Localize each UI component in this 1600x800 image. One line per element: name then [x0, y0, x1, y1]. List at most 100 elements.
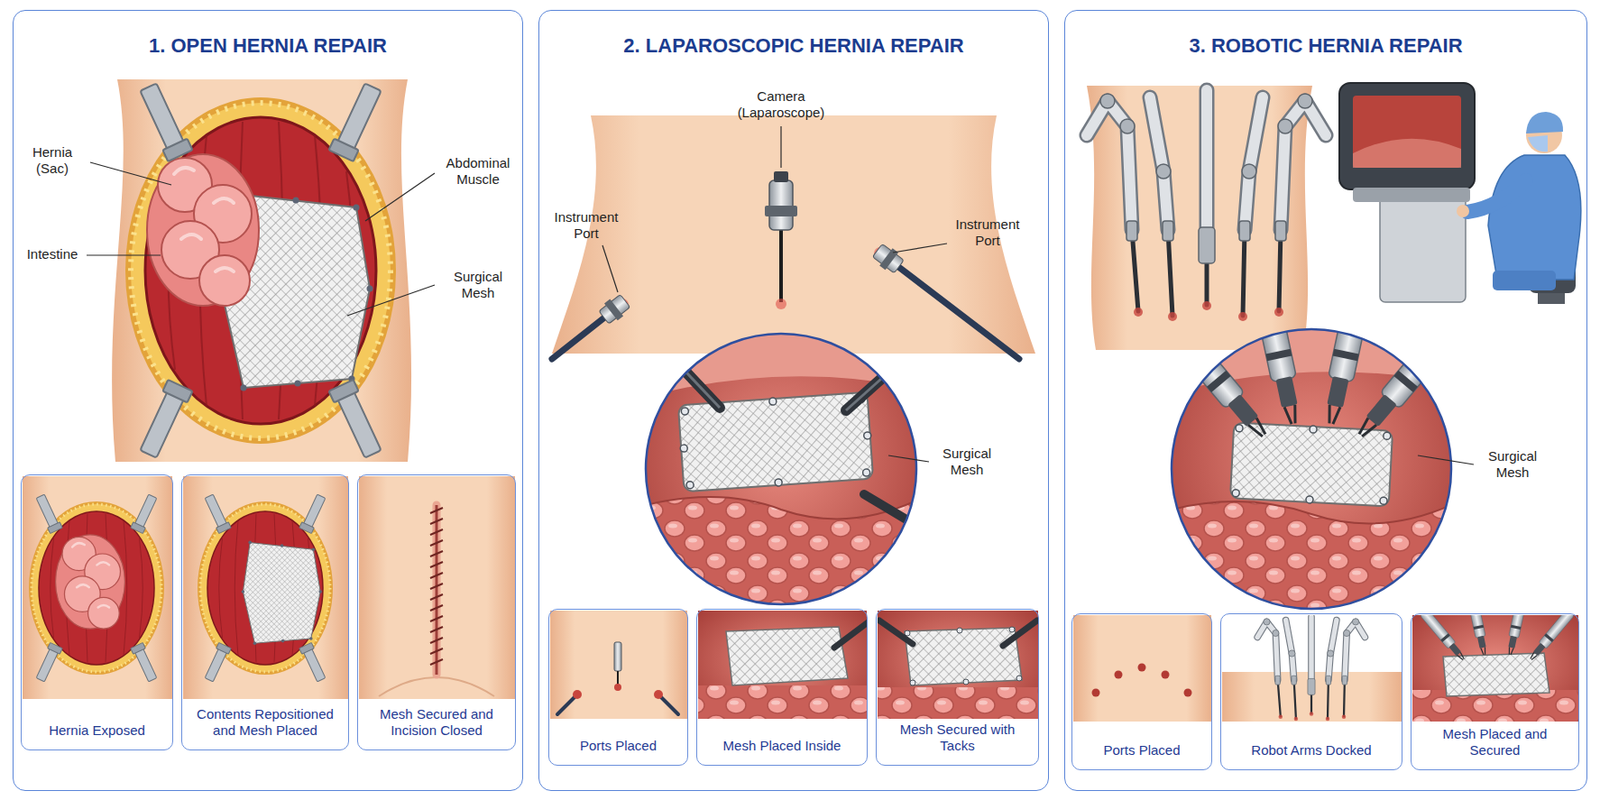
- instrument-port: [604, 298, 624, 321]
- surgeon-console: [1352, 187, 1471, 203]
- robotic-inset: [1230, 421, 1393, 507]
- step-mesh-inside: [726, 626, 848, 686]
- step-incision-closed: [378, 677, 495, 697]
- step-box: Robot Arms Docked: [1220, 613, 1403, 771]
- step-hernia-exposed: [34, 493, 159, 683]
- leader-lines: [86, 254, 161, 256]
- step-arms-docked: [1222, 616, 1402, 722]
- callout-label-box: Surgical Mesh: [437, 268, 519, 302]
- laparoscopic-inset: [769, 397, 778, 406]
- step-box: Mesh Secured with Tacks: [875, 608, 1040, 766]
- step-arms-docked: [1257, 616, 1365, 721]
- step-hernia-exposed: [22, 476, 173, 699]
- robotic-inset: [1379, 496, 1388, 505]
- step-mesh-secured: [1443, 652, 1550, 697]
- laparoscopic-inset: [680, 407, 690, 416]
- step-robot-ports: [1138, 663, 1147, 672]
- surgeon-console: [1352, 95, 1462, 168]
- callout-label: Instrument Port: [947, 216, 1029, 249]
- step-caption: Robot Arms Docked: [1226, 742, 1397, 759]
- step-mesh-secured: [1466, 615, 1490, 656]
- surgeon-console: [1352, 138, 1462, 168]
- camera-laparoscope: [769, 180, 793, 230]
- open-repair-scene: [147, 154, 259, 306]
- step-caption: Contents Repositioned and Mesh Placed: [187, 706, 343, 739]
- laparoscopic-inset: [845, 356, 907, 411]
- surgeon-console: [1339, 82, 1475, 303]
- step-robot-ports: [1073, 615, 1212, 722]
- leader-lines: [347, 285, 435, 316]
- robotic-inset: [1155, 309, 1274, 443]
- step-box: Hernia Exposed: [20, 474, 174, 751]
- robotic-inset: [1232, 422, 1391, 508]
- open-repair-scene: [111, 79, 412, 462]
- callout-label: Camera (Laparoscope): [726, 88, 836, 121]
- camera-laparoscope: [773, 171, 789, 183]
- surgeon-console: [1339, 82, 1475, 190]
- step-mesh-inside: [698, 610, 867, 719]
- surgeon: [1456, 111, 1582, 304]
- instrument-port: [871, 241, 1020, 359]
- instrument-port: [551, 292, 633, 359]
- laparoscopic-torso: [551, 115, 1036, 359]
- step-caption: Hernia Exposed: [27, 722, 167, 739]
- leader-lines: [90, 162, 172, 185]
- step-ports-placed: [616, 671, 619, 686]
- step-mesh-tacks: [904, 626, 1022, 686]
- panel-title: 1. OPEN HERNIA REPAIR: [148, 34, 387, 58]
- leader-lines: [780, 126, 782, 168]
- step-mesh-tacks: [904, 627, 1022, 686]
- leader-lines: [1417, 455, 1474, 465]
- step-mesh-placed: [183, 476, 349, 699]
- callout-label: Surgical Mesh: [1476, 448, 1549, 481]
- open-repair-scene: [136, 81, 386, 460]
- step-box: Ports Placed: [1071, 613, 1213, 771]
- callout-label-box: Abdominal Muscle: [437, 155, 519, 188]
- robotic-scene: [1086, 82, 1582, 350]
- step-box: Mesh Secured and Incision Closed: [357, 474, 516, 751]
- surgeon: [1467, 180, 1527, 212]
- step-ports-placed: [614, 642, 622, 672]
- step-ports-placed: [572, 689, 582, 699]
- instrument-port: [882, 254, 1020, 359]
- surgeon: [1526, 111, 1564, 134]
- step-incision-closed: [430, 507, 443, 665]
- laparoscopic-inset: [845, 356, 907, 411]
- robotic-inset: [1383, 432, 1391, 440]
- step-robot-ports: [1092, 689, 1101, 698]
- step-box: Mesh Placed Inside: [696, 608, 868, 766]
- callout-label: Abdominal Muscle: [437, 155, 519, 188]
- step-mesh-tacks: [910, 680, 916, 686]
- panel-title: 3. ROBOTIC HERNIA REPAIR: [1188, 34, 1463, 58]
- surgeon: [1537, 293, 1565, 304]
- step-caption: Mesh Placed and Secured: [1416, 726, 1573, 759]
- step-hernia-exposed: [55, 534, 126, 629]
- robotic-inset: [1155, 271, 1469, 609]
- leader-lines: [86, 162, 435, 316]
- robotic-inset: [1351, 309, 1470, 443]
- step-mesh-tacks: [879, 620, 1038, 646]
- leader-lines: [365, 173, 435, 221]
- callout-label-box: Instrument Port: [545, 209, 627, 242]
- robotic-inset: [1232, 488, 1240, 497]
- laparoscopic-inset: [680, 444, 689, 453]
- inset-circle: [1171, 329, 1452, 609]
- leader-lines: [602, 245, 618, 293]
- instrument-port: [879, 248, 899, 270]
- step-mesh-secured: [1420, 615, 1468, 663]
- laparoscopic-inset: [645, 496, 917, 605]
- step-mesh-tacks: [877, 687, 1039, 719]
- callout-label: Intestine: [16, 246, 89, 263]
- surgeon: [1492, 270, 1556, 291]
- leader-lines: [888, 455, 929, 462]
- step-mesh-tacks: [877, 610, 1039, 719]
- laparoscopic-inset: [686, 480, 695, 489]
- instrument-port: [872, 243, 904, 273]
- laparoscopic-inset: [645, 333, 917, 605]
- step-box: Ports Placed: [548, 608, 689, 766]
- step-mesh-placed: [183, 476, 349, 699]
- callout-label: Surgical Mesh: [437, 268, 519, 302]
- camera-laparoscope: [764, 171, 798, 310]
